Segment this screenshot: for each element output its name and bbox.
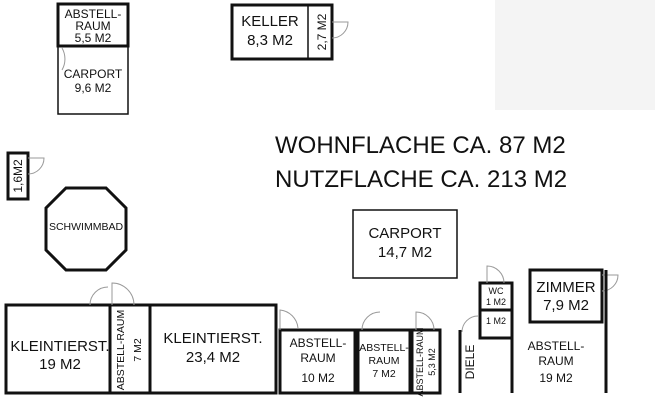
room-abstellraum-19: ABSTELL- RAUM 19 M2 xyxy=(528,270,608,393)
room-label: ABSTELL-RAUM xyxy=(115,310,127,391)
room-zimmer: ZIMMER 7,9 M2 xyxy=(528,268,619,324)
room-abstellraum-top: ABSTELL- RAUM 5,5 M2 xyxy=(56,2,130,48)
door-swing xyxy=(461,315,479,333)
room-area: 7 M2 xyxy=(372,368,396,380)
room-label: ABSTELL-RAUM xyxy=(415,327,425,396)
door-swing xyxy=(361,311,381,331)
room-kleintierstall-1: KLEINTIERST. 19 M2 xyxy=(10,338,109,373)
room-label: SCHWIMMBAD xyxy=(49,221,123,233)
room-label: ABSTELL- xyxy=(65,7,122,21)
room-kleintierstall-2: KLEINTIERST. 23,4 M2 xyxy=(163,330,262,366)
room-carport-top: CARPORT 9,6 M2 xyxy=(57,45,129,115)
room-area: 7 M2 xyxy=(132,338,144,362)
room-label: KELLER xyxy=(241,13,299,30)
door-swing xyxy=(111,282,135,306)
wohnflaeche-label: WOHNFLACHE CA. 87 M2 xyxy=(275,132,566,159)
room-label: RAUM xyxy=(538,354,573,368)
room-label: RAUM xyxy=(75,19,110,33)
door-swing xyxy=(89,286,109,306)
room-area: 10 M2 xyxy=(301,371,335,385)
room-keller: KELLER 8,3 M2 2,7 M2 xyxy=(230,3,349,61)
room-area: 19 M2 xyxy=(39,356,81,373)
room-small-left: 1,6M2 xyxy=(6,151,45,201)
room-area: 5,3 M2 xyxy=(427,348,437,376)
door-swing xyxy=(486,265,505,284)
room-label: RAUM xyxy=(369,355,400,367)
room-area: 1,6M2 xyxy=(11,159,25,193)
room-label: ZIMMER xyxy=(536,279,595,296)
room-diele: DIELE xyxy=(458,315,514,393)
room-area: 5,5 M2 xyxy=(75,31,112,45)
door-swing xyxy=(27,157,45,175)
room-area: 23,4 M2 xyxy=(186,349,240,366)
room-area: 19 M2 xyxy=(539,371,573,385)
room-label: ABSTELL- xyxy=(528,339,585,353)
nutzflaeche-label: NUTZFLACHE CA. 213 M2 xyxy=(275,166,567,193)
room-label: RAUM xyxy=(300,351,335,365)
schwimmbad: SCHWIMMBAD xyxy=(44,186,128,272)
door-swing xyxy=(61,47,66,71)
door-swing xyxy=(331,21,349,39)
room-abstellraum-narrow-1: ABSTELL-RAUM 7 M2 xyxy=(115,310,144,391)
outside-area xyxy=(495,0,655,110)
room-area: 2,7 M2 xyxy=(315,13,329,50)
room-label: ABSTELL- xyxy=(290,336,347,350)
footprint-top xyxy=(0,0,495,110)
room-label: CARPORT xyxy=(368,225,441,242)
room-label: KLEINTIERST. xyxy=(10,338,109,355)
room-label: DIELE xyxy=(463,345,477,380)
room-area: 9,6 M2 xyxy=(75,81,112,95)
room-area: 8,3 M2 xyxy=(247,32,293,49)
room-label: WC xyxy=(489,286,504,296)
room-abstellraum-narrow-2: ABSTELL-RAUM 5,3 M2 xyxy=(410,311,442,397)
bottom-wing xyxy=(4,282,278,395)
room-label: CARPORT xyxy=(64,67,123,81)
room-area: 7,9 M2 xyxy=(543,297,589,314)
room-carport-mid: CARPORT 14,7 M2 xyxy=(352,209,458,279)
room-abstellraum-7: ABSTELL- RAUM 7 M2 xyxy=(356,311,412,395)
door-swing xyxy=(279,309,299,330)
room-abstellraum-10: ABSTELL- RAUM 10 M2 xyxy=(278,309,357,395)
room-label: ABSTELL- xyxy=(359,342,409,354)
room-label: KLEINTIERST. xyxy=(163,330,262,347)
room-area: 14,7 M2 xyxy=(378,244,432,261)
room-area: 1 M2 xyxy=(486,316,506,326)
door-swing xyxy=(415,311,435,331)
room-wc: WC 1 M2 1 M2 xyxy=(478,265,514,340)
room-area: 1 M2 xyxy=(486,297,506,307)
